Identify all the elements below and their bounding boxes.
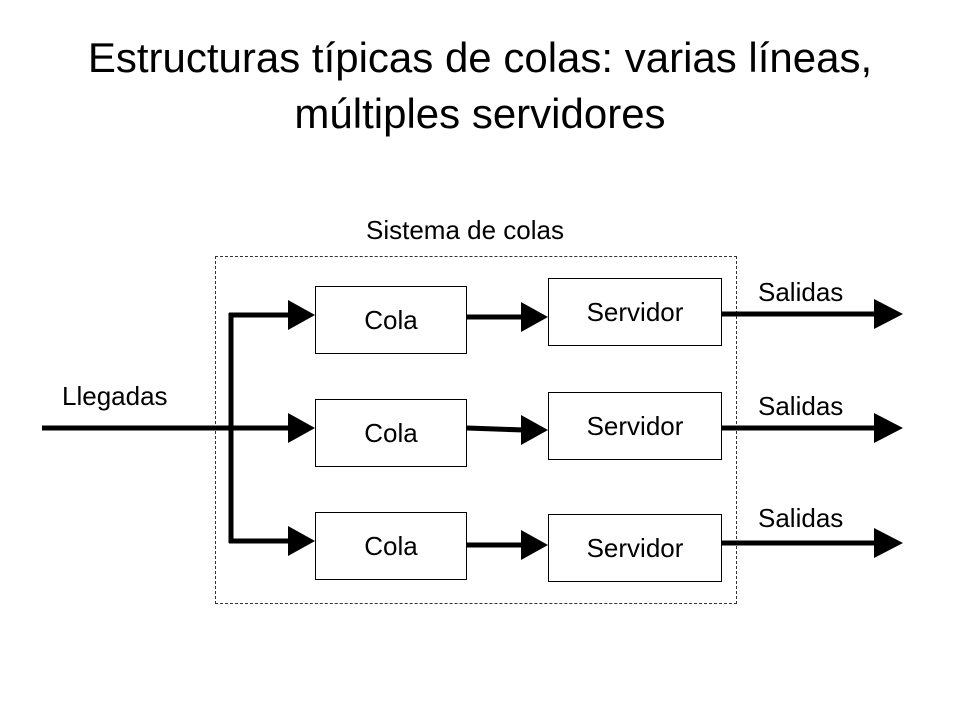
output-label-3: Salidas bbox=[758, 503, 844, 533]
title-line-1: Estructuras típicas de colas: varias lín… bbox=[87, 34, 873, 81]
arrowhead-to-queue-2 bbox=[288, 413, 315, 443]
arrowhead-to-queue-3 bbox=[288, 526, 315, 556]
arrowhead-output-3 bbox=[874, 528, 903, 558]
arrowhead-to-queue-1 bbox=[288, 300, 315, 330]
output-label-1: Salidas bbox=[758, 277, 844, 307]
queue-box-1: Cola bbox=[315, 286, 467, 354]
slide-title: Estructuras típicas de colas: varias lín… bbox=[0, 30, 960, 142]
arrowhead-output-2 bbox=[874, 413, 903, 443]
system-label: Sistema de colas bbox=[366, 215, 564, 245]
arrivals-label: Llegadas bbox=[62, 381, 168, 411]
title-line-2: múltiples servidores bbox=[294, 90, 666, 137]
server-box-3: Servidor bbox=[548, 514, 722, 582]
queue-box-3: Cola bbox=[315, 512, 467, 580]
arrowhead-to-server-2 bbox=[521, 415, 548, 445]
server-box-1: Servidor bbox=[548, 278, 722, 346]
queue-2-to-server-line bbox=[466, 425, 525, 433]
arrowhead-output-1 bbox=[874, 299, 903, 329]
arrowhead-to-server-1 bbox=[521, 302, 548, 332]
server-box-2: Servidor bbox=[548, 392, 722, 460]
arrowhead-to-server-3 bbox=[521, 530, 548, 560]
queue-box-2: Cola bbox=[315, 399, 467, 467]
output-label-2: Salidas bbox=[758, 391, 844, 421]
